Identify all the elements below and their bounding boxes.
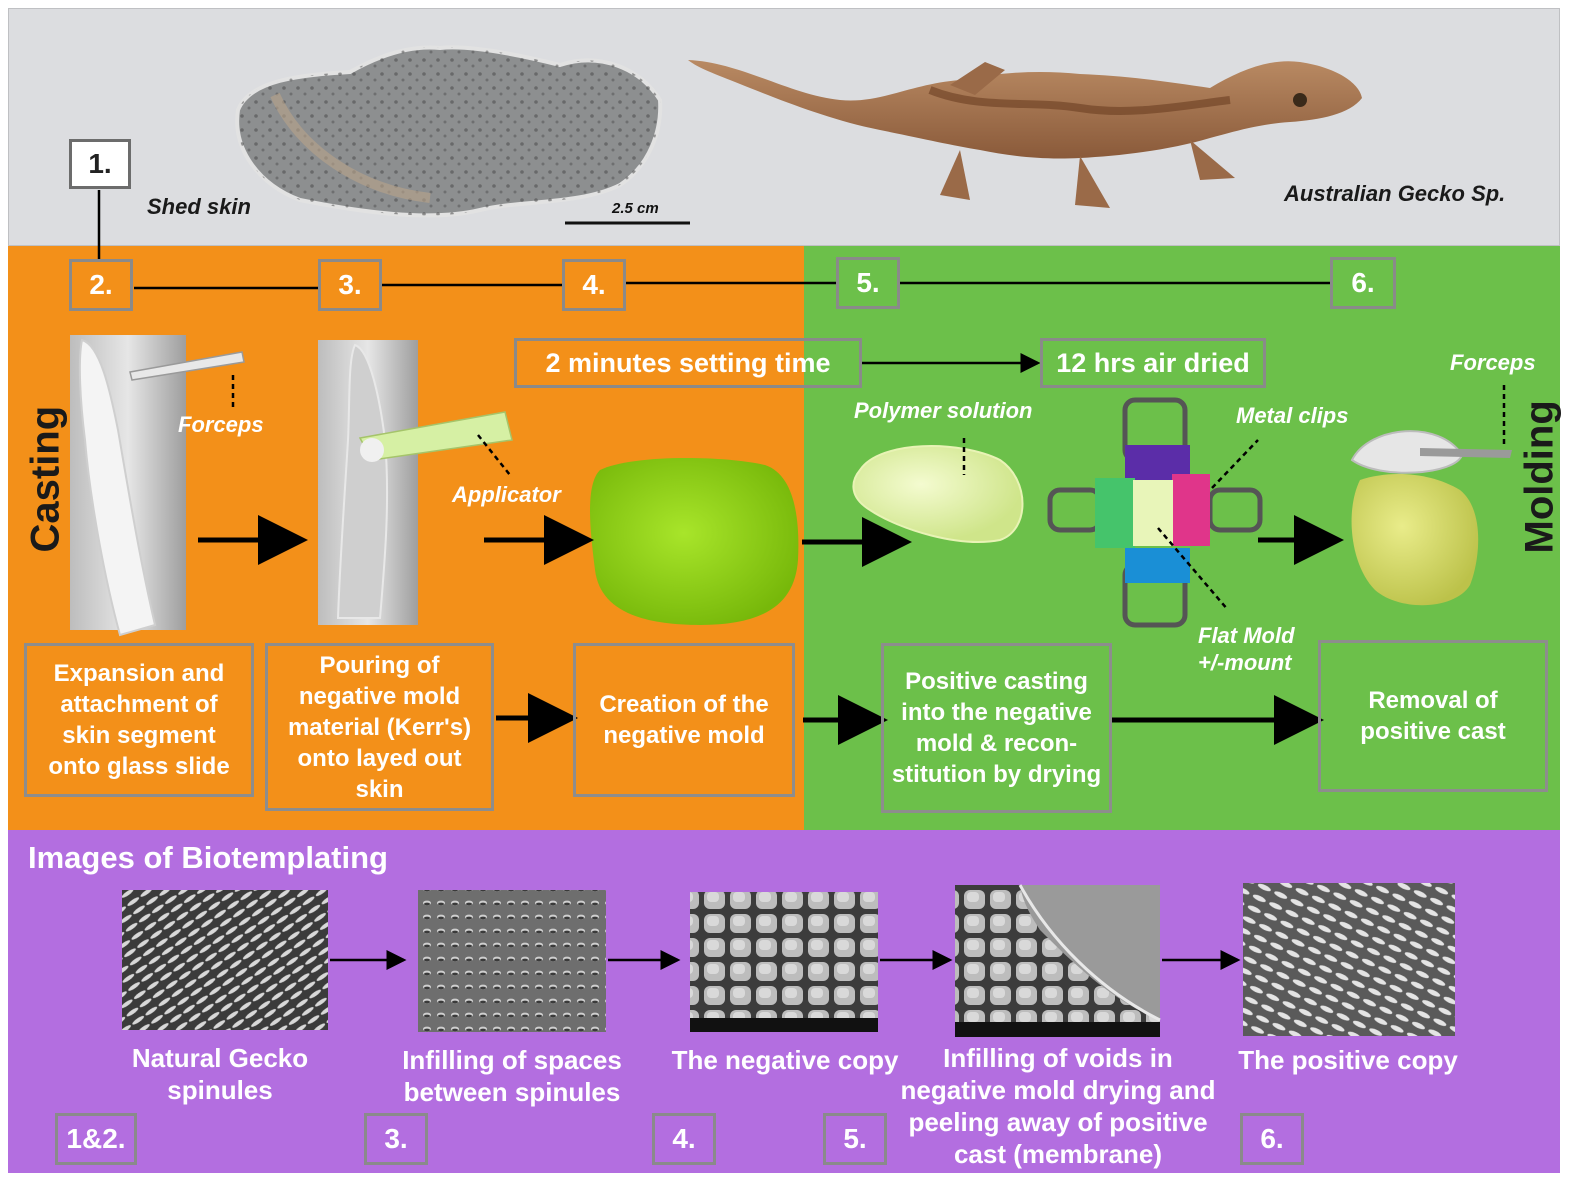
sem-infilled-spinules [418, 890, 606, 1032]
negative-mold-photo [590, 458, 799, 625]
step-5-badge: 5. [836, 257, 900, 309]
caption-negative-copy: The negative copy [671, 1045, 899, 1075]
applicator-label: Applicator [452, 482, 561, 507]
glass-slide-skin-photo [70, 335, 245, 637]
caption-positive-copy: The positive copy [1238, 1045, 1458, 1075]
positive-cast-photo [1350, 385, 1512, 606]
step-6-badge: 6. [1330, 257, 1396, 309]
caption-infilling-voids: Infilling of voids in negative mold dryi… [900, 1043, 1216, 1169]
flat-mold-label: Flat Mold [1198, 623, 1295, 648]
air-dried-box: 12 hrs air dried [1040, 338, 1266, 388]
sem-peeling-cast [955, 884, 1161, 1037]
badge-step-6: 6. [1240, 1113, 1304, 1165]
polymer-solution-label: Polymer solution [854, 398, 1033, 423]
metal-clips-label: Metal clips [1236, 403, 1349, 428]
polymer-solution-photo [852, 438, 1024, 543]
caption-infilling-spaces: Infilling of spaces between spinules [402, 1045, 622, 1107]
step-5-description: Positive casting into the negative mold … [881, 643, 1112, 813]
flat-mold-mount-label: +/-mount [1198, 650, 1292, 675]
scale-bar-label: 2.5 cm [612, 200, 659, 217]
badge-step-5: 5. [823, 1113, 887, 1165]
badge-step-4: 4. [652, 1113, 716, 1165]
sem-natural-spinules [122, 890, 328, 1030]
step-3-badge: 3. [318, 259, 382, 311]
badge-step-3: 3. [364, 1113, 428, 1165]
clipped-flat-mold-photo [1047, 397, 1263, 628]
setting-time-box: 2 minutes setting time [514, 338, 862, 388]
molding-title: Molding [1517, 400, 1562, 554]
shed-skin-photo [235, 45, 663, 218]
gecko-photo [688, 60, 1362, 208]
step-1-badge: 1. [69, 139, 131, 189]
shed-skin-label: Shed skin [147, 194, 251, 219]
applicator-slide-photo [318, 340, 513, 625]
step-3-description: Pouring of negative mold material (Kerr'… [265, 643, 494, 811]
step-4-badge: 4. [562, 259, 626, 311]
forceps-label-2: Forceps [1450, 350, 1536, 375]
forceps-label-1: Forceps [178, 412, 264, 437]
caption-natural-spinules: Natural Gecko spinules [131, 1043, 309, 1105]
step-4-description: Creation of the negative mold [573, 643, 795, 797]
step-2-description: Expansion and attachment of skin segment… [24, 643, 254, 797]
sem-negative-copy [690, 892, 878, 1032]
step-2-badge: 2. [69, 259, 133, 311]
step-6-description: Removal of positive cast [1318, 640, 1548, 792]
casting-title: Casting [23, 405, 68, 553]
sem-positive-copy [1243, 883, 1455, 1036]
images-section-title: Images of Biotemplating [28, 840, 388, 875]
badge-steps-1-2: 1&2. [55, 1113, 137, 1165]
gecko-label: Australian Gecko Sp. [1284, 181, 1506, 206]
